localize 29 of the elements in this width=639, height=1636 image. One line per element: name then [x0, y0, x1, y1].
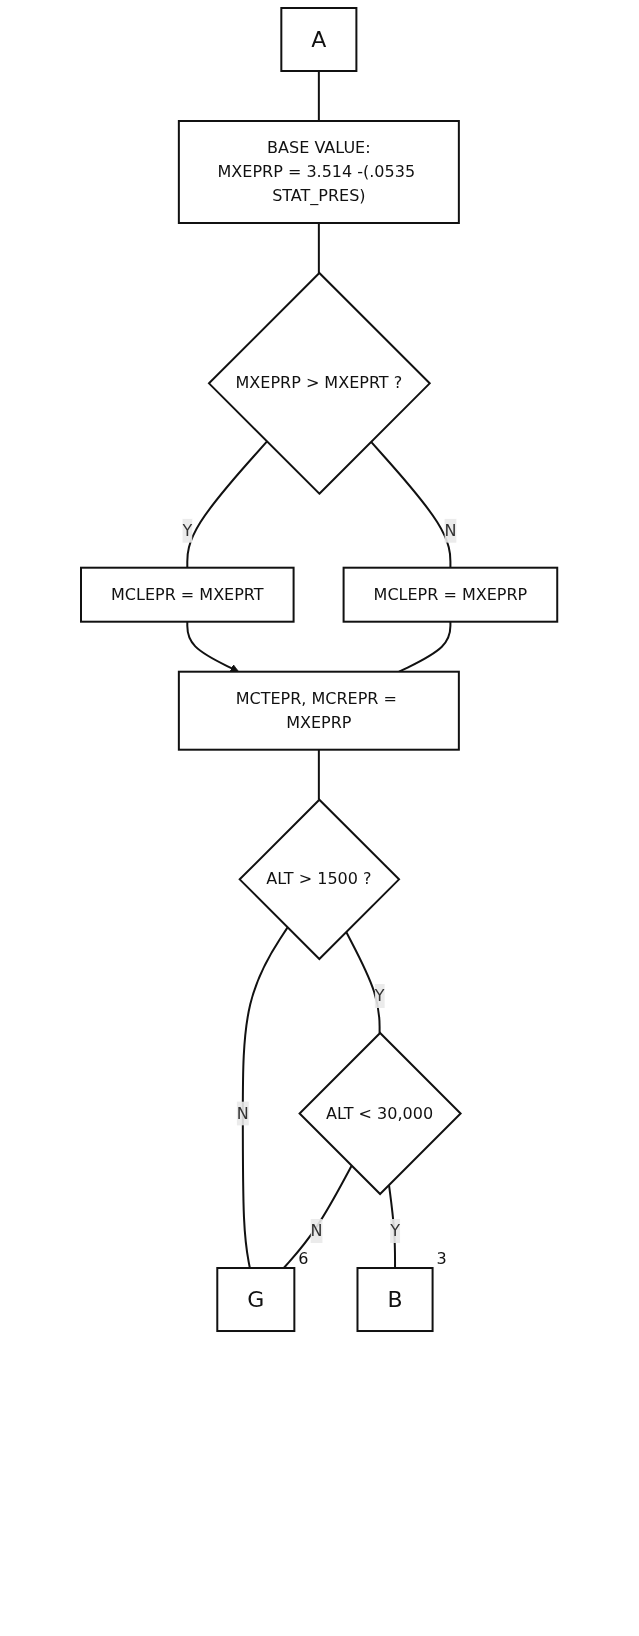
edge-label: N	[310, 1221, 323, 1241]
node-diamond: MXEPRP > MXEPRT ?	[207, 271, 432, 496]
connector	[242, 926, 289, 1269]
node-box: BASE VALUE: MXEPRP = 3.514 -(.0535 STAT_PRES)	[178, 120, 461, 224]
connector	[283, 1164, 353, 1269]
connector	[318, 222, 321, 274]
connector	[388, 1183, 397, 1269]
node-diamond: ALT > 1500 ?	[238, 798, 401, 961]
node-box: G	[216, 1267, 296, 1332]
connector	[370, 440, 452, 569]
arrow	[186, 620, 240, 673]
node-box: MCLEPR = MXEPRT	[80, 566, 295, 623]
node-box: B	[356, 1267, 434, 1332]
edge-label: N	[237, 1103, 250, 1123]
edge-label: Y	[390, 1221, 401, 1241]
connector	[398, 620, 452, 673]
node-box: MCTEPR, MCREPR = MXEPRP	[178, 670, 461, 751]
connector	[318, 748, 321, 801]
connector	[345, 930, 381, 1034]
node-diamond: ALT < 30,000	[298, 1031, 463, 1196]
edge-label: N	[444, 520, 457, 540]
connector	[186, 440, 269, 569]
node-box: A	[280, 7, 358, 72]
node-box: MCLEPR = MXEPRP	[342, 566, 559, 623]
connector	[318, 70, 321, 122]
edge-label: Y	[375, 986, 385, 1006]
edge-label: Y	[182, 520, 193, 540]
reference-number: 3	[436, 1249, 448, 1268]
reference-number: 6	[298, 1249, 309, 1268]
